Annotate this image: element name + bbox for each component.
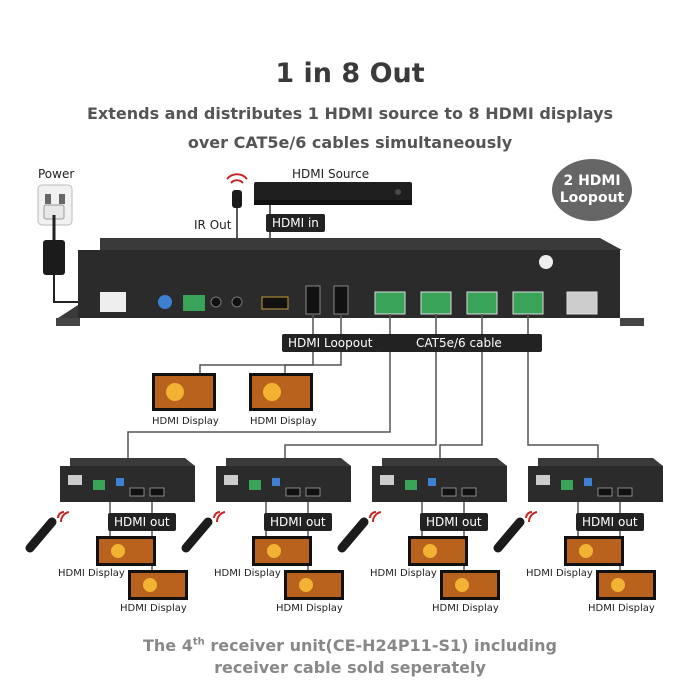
hdmi-display <box>96 536 156 566</box>
display-label: HDMI Display <box>250 416 317 427</box>
display-label: HDMI Display <box>526 568 593 579</box>
display-label: HDMI Display <box>120 603 187 614</box>
remote-icon <box>181 511 226 553</box>
hdmi-display <box>596 570 656 600</box>
receiver-unit <box>25 458 195 600</box>
cat-cable-tag: CAT5e/6 cable <box>376 334 542 352</box>
hdmi-out-tag: HDMI out <box>576 513 644 531</box>
power-label: Power <box>38 167 75 181</box>
receivers <box>25 458 663 600</box>
remote-icon <box>493 511 538 553</box>
display-label: HDMI Display <box>432 603 499 614</box>
hdmi-display-loopout-1 <box>152 373 216 411</box>
footer-superscript: th <box>192 636 205 648</box>
hdmi-source-label: HDMI Source <box>292 167 370 181</box>
hdmi-out-tag: HDMI out <box>108 513 176 531</box>
display-label: HDMI Display <box>588 603 655 614</box>
remote-icon <box>337 511 382 553</box>
hdmi-out-tag: HDMI out <box>420 513 488 531</box>
hdmi-display <box>128 570 188 600</box>
display-label: HDMI Display <box>152 416 219 427</box>
receiver-unit <box>337 458 507 600</box>
ir-out-label: IR Out <box>194 218 232 232</box>
footer-line-1: The 4th receiver unit(CE-H24P11-S1) incl… <box>0 636 700 655</box>
footer-line-1-post: receiver unit(CE-H24P11-S1) including <box>204 636 558 655</box>
display-label: HDMI Display <box>370 568 437 579</box>
hdmi-loopout-tag: HDMI Loopout <box>282 334 379 352</box>
power-outlet-icon <box>37 184 73 226</box>
display-label: HDMI Display <box>214 568 281 579</box>
hdmi-source-device <box>254 182 412 205</box>
subtitle-line-1: Extends and distributes 1 HDMI source to… <box>86 104 614 123</box>
subtitle-line-2: over CAT5e/6 cables simultaneously <box>187 133 513 152</box>
hdmi-display <box>284 570 344 600</box>
hdmi-display <box>440 570 500 600</box>
display-label: HDMI Display <box>276 603 343 614</box>
hdmi-in-tag: HDMI in <box>266 214 325 232</box>
hdmi-display <box>408 536 468 566</box>
power-adapter-icon <box>43 240 65 275</box>
page-title: 1 in 8 Out <box>275 58 425 89</box>
hdmi-display <box>252 536 312 566</box>
remote-icon <box>25 511 70 553</box>
ir-emitter-icon <box>226 173 248 208</box>
display-label: HDMI Display <box>58 568 125 579</box>
receiver-unit <box>181 458 351 600</box>
footer-line-2: receiver cable sold seperately <box>214 658 486 677</box>
hdmi-out-tag: HDMI out <box>264 513 332 531</box>
badge-line-1: 2 HDMI <box>563 173 621 189</box>
hdmi-display-loopout-2 <box>249 373 313 411</box>
loopout-badge: 2 HDMI Loopout <box>552 159 632 221</box>
hdmi-display <box>564 536 624 566</box>
receiver-unit <box>493 458 663 600</box>
badge-line-2: Loopout <box>559 190 625 206</box>
footer-line-1-pre: The 4 <box>142 636 193 655</box>
transmitter-unit <box>56 238 644 326</box>
